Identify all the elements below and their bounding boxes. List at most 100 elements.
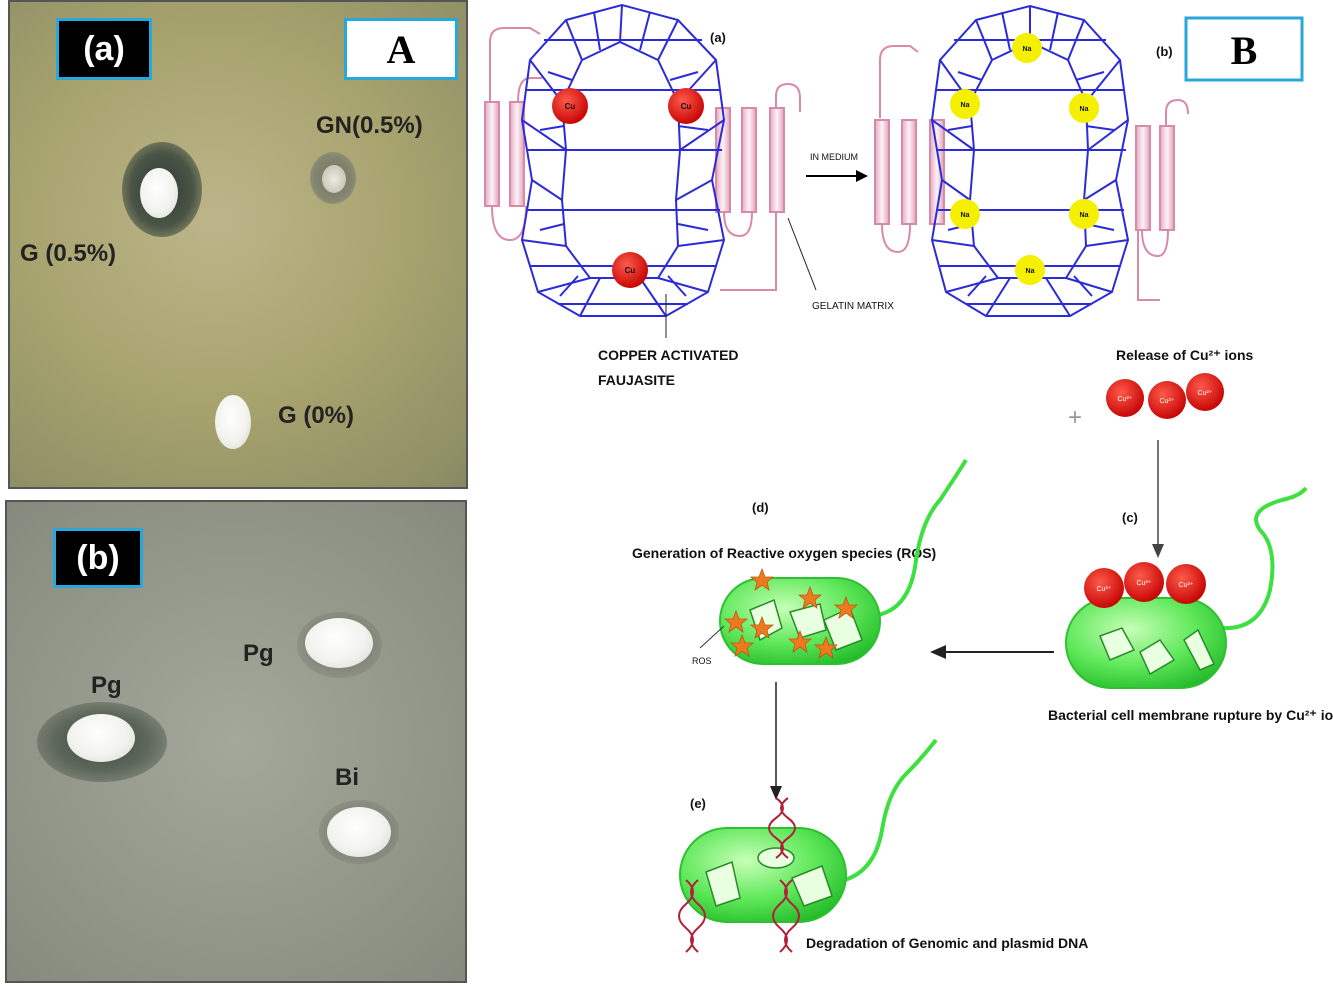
gelatin-matrix-left [484, 27, 801, 291]
sub-label-c: (c) [1122, 510, 1138, 525]
copper-ion [1124, 562, 1164, 602]
dna-strands [678, 797, 800, 953]
copper-ion [1106, 379, 1144, 417]
sodium-atom-label: Na [961, 102, 970, 109]
gelatin-pointer [787, 217, 817, 291]
arrow-head [930, 645, 946, 659]
sodium-atom-label: Na [961, 212, 970, 219]
copper-atom-label: Cu [565, 102, 576, 111]
dna-strand [780, 797, 796, 859]
panel-letter-b-box [1184, 16, 1304, 82]
ros-star [749, 615, 775, 639]
label-g0: G (0%) [278, 402, 355, 429]
petri-dish-photo-b: (b) Pg Pg Bi [5, 500, 467, 983]
membrane-fragment [1139, 638, 1176, 676]
copper-ion-label: Cu²⁺ [1160, 398, 1175, 405]
gelatin-matrix-right [874, 45, 1189, 301]
ros-stars [723, 567, 859, 659]
dna-strand [772, 879, 788, 953]
flagellum [1221, 486, 1308, 631]
faujasite-framework-left [520, 3, 726, 317]
sub-label-a: (a) [710, 30, 726, 45]
panel-tag-b: (b) [53, 528, 143, 588]
sample-disc-g05 [140, 168, 178, 218]
ros-star [797, 585, 823, 609]
sodium-atom [1012, 33, 1042, 63]
sodium-atom-label: Na [1023, 46, 1032, 53]
membrane-fragment [789, 603, 827, 639]
copper-atom-label: Cu [681, 102, 692, 111]
panel-letter-b: B [1231, 28, 1258, 73]
membrane-fragment [1183, 628, 1216, 671]
membrane-fragment [705, 860, 741, 907]
flagellum [871, 458, 968, 618]
release-label: Release of Cu²⁺ ions [1116, 347, 1254, 363]
copper-atom [612, 252, 648, 288]
ros-star [833, 595, 859, 619]
panel-letter-a: A [344, 18, 458, 80]
sub-label-b: (b) [1156, 44, 1173, 59]
sodium-atom [950, 89, 980, 119]
copper-ion-label: Cu²⁺ [1179, 582, 1194, 589]
copper-ion [1166, 564, 1206, 604]
label-gn: GN(0.5%) [316, 112, 423, 139]
copper-ions-released [1106, 373, 1224, 419]
label-bi: Bi [335, 764, 359, 791]
arrow-head [1152, 544, 1164, 558]
sodium-atom [1015, 255, 1045, 285]
copper-ion-label: Cu²⁺ [1137, 580, 1152, 587]
sodium-atom-label: Na [1080, 106, 1089, 113]
membrane-fragment [791, 865, 833, 907]
sample-disc-pg-left [67, 714, 135, 762]
ros-star [813, 635, 839, 659]
sodium-atom-label: Na [1026, 268, 1035, 275]
label-pg-left: Pg [91, 672, 122, 699]
mechanism-diagram: B Cu Cu Cu [484, 3, 1333, 953]
petri-dish-photo-a: (a) A GN(0.5%) G (0.5%) G (0%) [8, 0, 468, 489]
panel-tag-a: (a) [56, 18, 152, 80]
copper-ion [1084, 568, 1124, 608]
sodium-atom-label: Na [1080, 212, 1089, 219]
in-medium-label: IN MEDIUM [810, 152, 858, 162]
ros-star [723, 609, 749, 633]
ros-star [787, 629, 813, 653]
copper-atom-label: Cu [625, 266, 636, 275]
sample-disc-pg-top [305, 618, 373, 668]
label-pg-top: Pg [243, 640, 274, 667]
dna-degradation-label: Degradation of Genomic and plasmid DNA [806, 935, 1088, 951]
ros-pointer [699, 625, 725, 649]
dna-strand [768, 797, 784, 859]
copper-atom [552, 88, 588, 124]
copper-ion [1186, 373, 1224, 411]
sample-disc-gn [322, 165, 346, 193]
copper-ion-label: Cu²⁺ [1097, 586, 1112, 593]
plus-sign: + [1068, 404, 1082, 431]
dna-strand [784, 879, 800, 953]
arrow-head [770, 786, 782, 800]
sodium-atom [1069, 199, 1099, 229]
ros-label: ROS [692, 656, 712, 666]
membrane-rupture-label: Bacterial cell membrane rupture by Cu²⁺ … [1048, 707, 1333, 723]
sodium-atom [950, 199, 980, 229]
faujasite-label: FAUJASITE [598, 372, 675, 388]
ros-star [729, 633, 755, 657]
copper-ions-on-membrane [1084, 562, 1206, 608]
ros-star [749, 567, 775, 591]
sodium-atom [1069, 93, 1099, 123]
ros-generation-label: Generation of Reactive oxygen species (R… [632, 545, 936, 561]
sub-label-d: (d) [752, 500, 769, 515]
dna-strand [678, 879, 694, 953]
copper-ion-label: Cu²⁺ [1118, 396, 1133, 403]
sample-disc-bi [327, 807, 391, 857]
arrow-head [856, 170, 868, 182]
copper-activated-label: COPPER ACTIVATED [598, 347, 739, 363]
dna-strand [690, 879, 706, 953]
membrane-fragment [1099, 627, 1136, 661]
flagellum [835, 738, 938, 884]
copper-atom [668, 88, 704, 124]
copper-ion [1148, 381, 1186, 419]
label-g05: G (0.5%) [20, 240, 117, 267]
copper-ion-label: Cu²⁺ [1198, 390, 1213, 397]
sample-disc-g0 [215, 395, 251, 449]
sodium-atom-labels: Na Na Na Na Na Na [961, 46, 1089, 275]
